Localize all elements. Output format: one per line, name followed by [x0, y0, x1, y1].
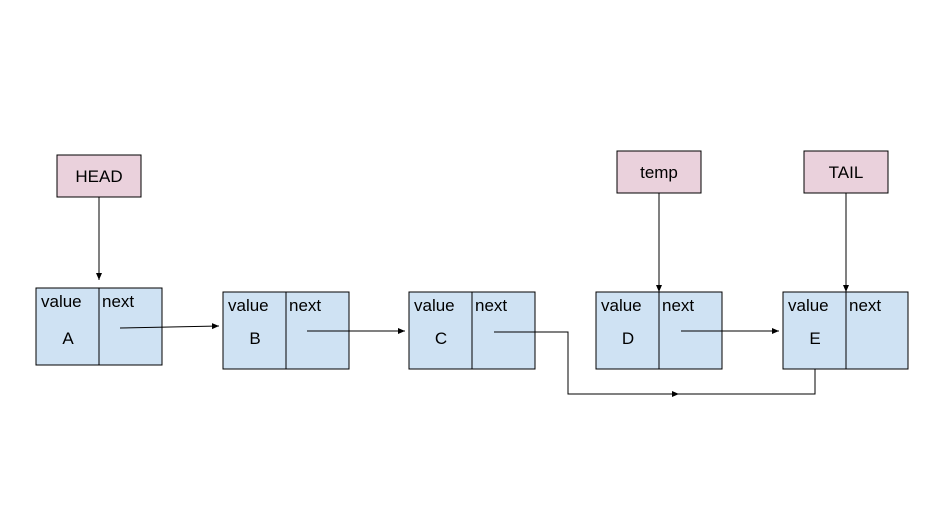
edge-a-to-b [119, 323, 220, 330]
pointer-tail: TAIL [803, 150, 889, 194]
node-b-next-label: next [289, 296, 321, 315]
pointer-tail-box [803, 150, 889, 194]
node-e-value-label: value [788, 296, 829, 315]
pointer-temp-label: temp [640, 163, 678, 182]
node-b: value next B [222, 291, 350, 370]
edge-c-to-e [494, 331, 678, 395]
node-b-value: B [249, 329, 260, 348]
node-d-next-label: next [662, 296, 694, 315]
node-a-value-label: value [41, 292, 82, 311]
node-c-value: C [435, 329, 447, 348]
edge-e-return-line [678, 369, 816, 395]
node-a-next-label: next [102, 292, 134, 311]
pointer-head-box [56, 154, 142, 198]
node-d-value: D [622, 329, 634, 348]
node-c-next-label: next [475, 296, 507, 315]
pointer-head-label: HEAD [75, 167, 122, 186]
node-e-next-label: next [849, 296, 881, 315]
node-e: value next E [782, 291, 909, 370]
node-c-value-label: value [414, 296, 455, 315]
node-a: value next A [35, 287, 163, 366]
pointer-temp: temp [616, 150, 702, 194]
node-b-value-label: value [228, 296, 269, 315]
node-d-value-label: value [601, 296, 642, 315]
pointer-tail-label: TAIL [829, 163, 864, 182]
node-e-value: E [809, 329, 820, 348]
pointer-head: HEAD [56, 154, 142, 198]
pointer-temp-box [616, 150, 702, 194]
node-a-value: A [62, 329, 74, 348]
node-c: value next C [408, 291, 536, 370]
